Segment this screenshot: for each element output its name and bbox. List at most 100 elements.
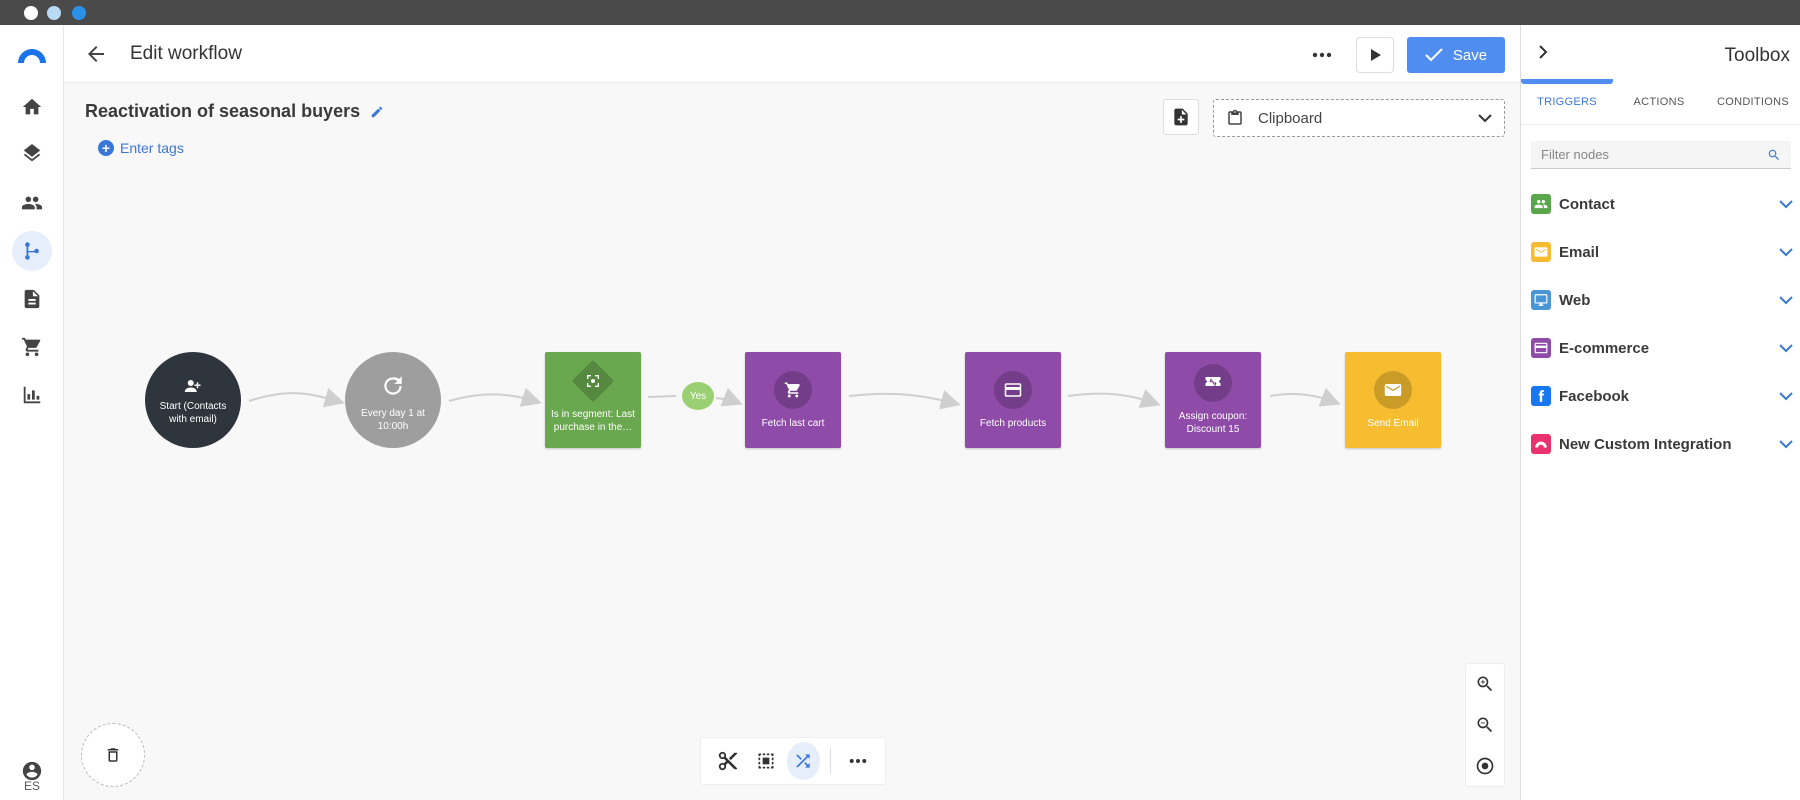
card-icon <box>994 370 1032 409</box>
active-tab-indicator <box>1521 79 1613 84</box>
delete-dropzone[interactable] <box>81 723 145 787</box>
category-web[interactable]: Web <box>1531 282 1793 318</box>
edge-coupon-email <box>1269 387 1341 407</box>
toolbar-more-button[interactable] <box>841 742 875 780</box>
node-label: Send Email <box>1367 417 1419 429</box>
select-area-tool[interactable] <box>749 742 783 780</box>
zoom-in-icon[interactable] <box>1475 674 1495 694</box>
chevron-down-icon <box>1779 200 1793 209</box>
workflow-name: Reactivation of seasonal buyers <box>85 101 384 122</box>
category-email[interactable]: Email <box>1531 234 1793 270</box>
nav-account[interactable] <box>16 755 48 787</box>
auto-layout-tool[interactable] <box>786 742 821 780</box>
users-icon <box>1531 194 1551 214</box>
edit-pencil-icon[interactable] <box>370 105 384 119</box>
edge-label-yes: Yes <box>682 382 714 410</box>
node-start[interactable]: Start (Contacts with email) <box>145 352 241 448</box>
window-minimize-dot[interactable] <box>47 6 61 20</box>
brand-logo-icon[interactable] <box>16 45 48 63</box>
toolbar-divider <box>830 748 832 774</box>
nav-layers[interactable] <box>12 135 52 175</box>
chevron-right-icon[interactable] <box>1533 42 1553 62</box>
category-label: Facebook <box>1559 387 1630 405</box>
category-label: Contact <box>1559 195 1615 213</box>
cart-icon <box>774 370 812 409</box>
run-workflow-button[interactable] <box>1356 37 1394 73</box>
tab-actions[interactable]: ACTIONS <box>1633 96 1685 108</box>
play-icon <box>1371 49 1381 61</box>
clipboard-label: Clipboard <box>1258 109 1323 127</box>
node-assign-coupon[interactable]: Assign coupon: Discount 15 <box>1165 352 1261 448</box>
node-fetch-last-cart[interactable]: Fetch last cart <box>745 352 841 448</box>
filter-nodes-placeholder: Filter nodes <box>1541 147 1609 162</box>
window-maximize-dot[interactable] <box>72 6 86 20</box>
canvas-toolbar <box>700 737 886 785</box>
node-label: Start (Contacts with email) <box>159 401 227 425</box>
node-fetch-products[interactable]: Fetch products <box>965 352 1061 448</box>
edge-products-coupon <box>1067 389 1161 409</box>
node-schedule[interactable]: Every day 1 at 10:00h <box>345 352 441 448</box>
node-segment-condition[interactable]: Is in segment: Last purchase in the… <box>545 352 641 448</box>
layers-icon <box>23 144 41 162</box>
language-label[interactable]: ES <box>23 779 40 793</box>
tab-triggers[interactable]: TRIGGERS <box>1537 96 1597 108</box>
category-facebook[interactable]: Facebook <box>1531 378 1793 414</box>
clipboard-icon <box>1228 109 1242 125</box>
cart-icon <box>21 337 41 357</box>
monitor-icon <box>1531 290 1551 310</box>
edge-yes-cart <box>715 387 743 407</box>
refresh-icon <box>374 367 412 405</box>
enter-tags-button[interactable]: + Enter tags <box>98 140 184 156</box>
toolbox-title: Toolbox <box>1724 45 1791 66</box>
node-label: Fetch products <box>979 417 1047 429</box>
chevron-down-icon <box>1779 344 1793 353</box>
tab-conditions[interactable]: CONDITIONS <box>1716 96 1790 108</box>
nav-analytics[interactable] <box>12 375 52 415</box>
select-box-icon <box>758 753 774 769</box>
category-label: Web <box>1559 291 1591 309</box>
nav-documents[interactable] <box>12 279 52 319</box>
nav-contacts[interactable] <box>12 183 52 223</box>
clipboard-dropdown[interactable]: Clipboard <box>1213 99 1505 137</box>
node-label: Fetch last cart <box>761 417 825 429</box>
zoom-out-icon[interactable] <box>1475 715 1495 735</box>
save-button[interactable]: Save <box>1407 37 1505 73</box>
window-close-dot[interactable] <box>24 6 38 20</box>
add-note-button[interactable] <box>1163 99 1199 135</box>
workflow-canvas[interactable]: Reactivation of seasonal buyers + Enter … <box>64 83 1520 800</box>
users-icon <box>21 196 43 210</box>
workflow-edges <box>248 387 1341 410</box>
users-plus-icon <box>181 374 205 398</box>
bar-chart-icon <box>23 386 41 404</box>
cut-tool[interactable] <box>711 742 745 780</box>
back-arrow-icon[interactable] <box>84 42 108 66</box>
category-contact[interactable]: Contact <box>1531 186 1793 222</box>
search-icon <box>1768 149 1779 160</box>
chevron-down-icon <box>1779 440 1793 449</box>
integration-icon <box>1531 434 1551 454</box>
center-view-icon[interactable] <box>1475 756 1495 776</box>
node-label: Assign coupon: Discount 15 <box>1178 411 1248 435</box>
node-label: Every day 1 at 10:00h <box>361 408 425 432</box>
edge-start-schedule <box>248 388 345 408</box>
document-icon <box>24 289 40 309</box>
nav-workflows[interactable] <box>12 231 52 271</box>
toolbox-tabs: TRIGGERS ACTIONS CONDITIONS <box>1521 79 1800 125</box>
nav-ecommerce[interactable] <box>12 327 52 367</box>
node-send-email[interactable]: Send Email <box>1345 352 1441 448</box>
category-ecommerce[interactable]: E-commerce <box>1531 330 1793 366</box>
home-icon <box>22 98 42 115</box>
filter-nodes-input[interactable]: Filter nodes <box>1531 141 1791 169</box>
category-label: Email <box>1559 243 1600 261</box>
note-add-icon <box>1174 108 1188 126</box>
save-button-label: Save <box>1452 46 1488 64</box>
edge-schedule-segment <box>448 387 542 407</box>
shuffle-icon <box>796 754 811 768</box>
more-options-button[interactable] <box>1308 43 1336 67</box>
edge-segment-yes <box>647 395 677 398</box>
nav-home[interactable] <box>12 87 52 127</box>
workflow-name-text: Reactivation of seasonal buyers <box>85 101 361 121</box>
zoom-controls <box>1465 663 1505 787</box>
chevron-down-icon <box>1779 248 1793 257</box>
category-new-custom-integration[interactable]: New Custom Integration <box>1531 426 1793 462</box>
